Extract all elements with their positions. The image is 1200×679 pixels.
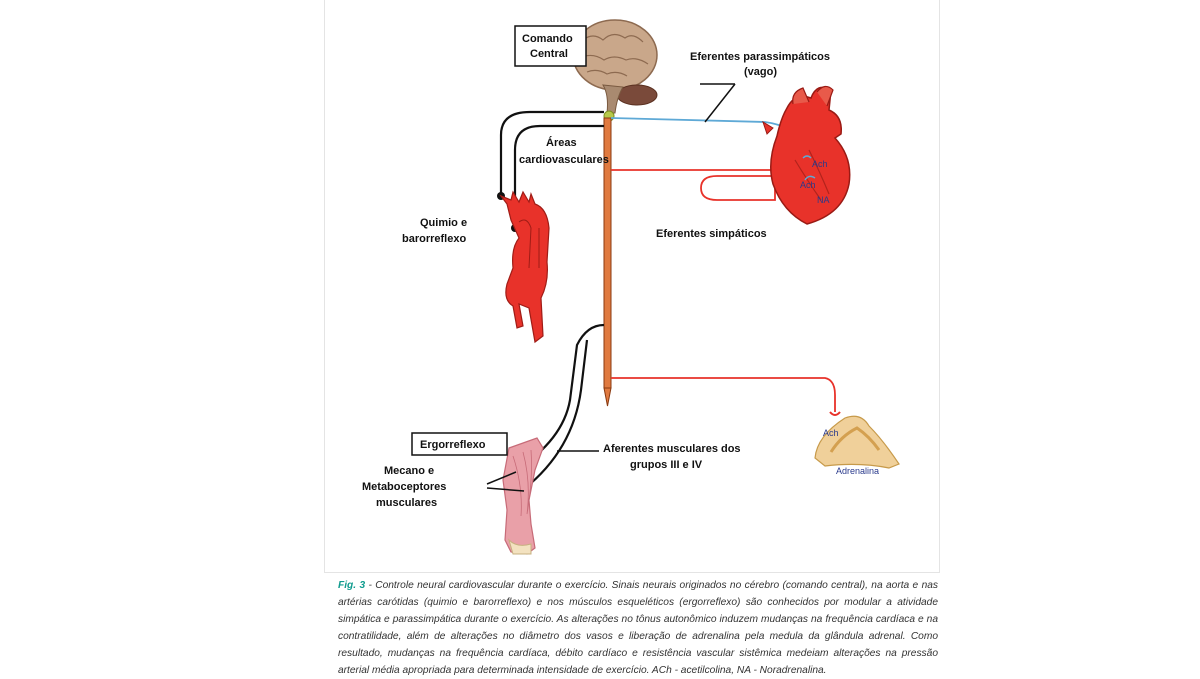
ergorreflexo-box xyxy=(411,432,508,456)
aferentes-musculares-label: Aferentes musculares dos xyxy=(603,443,741,455)
cardiovasculares-label: cardiovasculares xyxy=(519,154,609,166)
muscle-illustration xyxy=(502,437,544,555)
ach-label-2: Ach xyxy=(800,180,816,190)
musculares-label: musculares xyxy=(376,497,437,509)
na-label: NA xyxy=(817,195,830,205)
adrenal-gland-illustration xyxy=(814,415,900,469)
ach-adrenal-label: Ach xyxy=(823,428,839,438)
diagram-figure: Ach Ach NA Ach Adrenalina Comando Centra… xyxy=(324,0,940,573)
adrenalina-label: Adrenalina xyxy=(836,466,879,476)
sympathetic-lines xyxy=(611,169,836,412)
comando-central-label-1: Comando xyxy=(522,33,573,45)
grupos-label: grupos III e IV xyxy=(630,459,703,471)
aorta-illustration xyxy=(499,190,550,344)
caption-fig-label: Fig. 3 xyxy=(338,580,366,591)
ergorreflexo-label: Ergorreflexo xyxy=(420,439,486,451)
quimio-label: Quimio e xyxy=(420,217,467,229)
caption-text: - Controle neural cardiovascular durante… xyxy=(338,580,939,676)
barorreflexo-label: barorreflexo xyxy=(402,233,466,245)
metaboceptores-label: Metaboceptores xyxy=(362,481,446,493)
ach-label-1: Ach xyxy=(812,159,828,169)
eferentes-parassimpaticos-label: Eferentes parassimpáticos xyxy=(690,51,830,63)
diagram-svg: Ach Ach NA Ach Adrenalina Comando Centra… xyxy=(362,19,900,555)
heart-illustration xyxy=(762,85,851,225)
vago-label: (vago) xyxy=(744,66,777,78)
areas-label: Áreas xyxy=(546,136,577,149)
leader-lines xyxy=(486,83,736,492)
mecano-label: Mecano e xyxy=(384,465,434,477)
comando-central-label-2: Central xyxy=(530,48,568,60)
comando-central-box xyxy=(514,25,587,67)
eferentes-simpaticos-label: Eferentes simpáticos xyxy=(656,228,767,240)
figure-caption: Fig. 3 - Controle neural cardiovascular … xyxy=(338,577,938,679)
